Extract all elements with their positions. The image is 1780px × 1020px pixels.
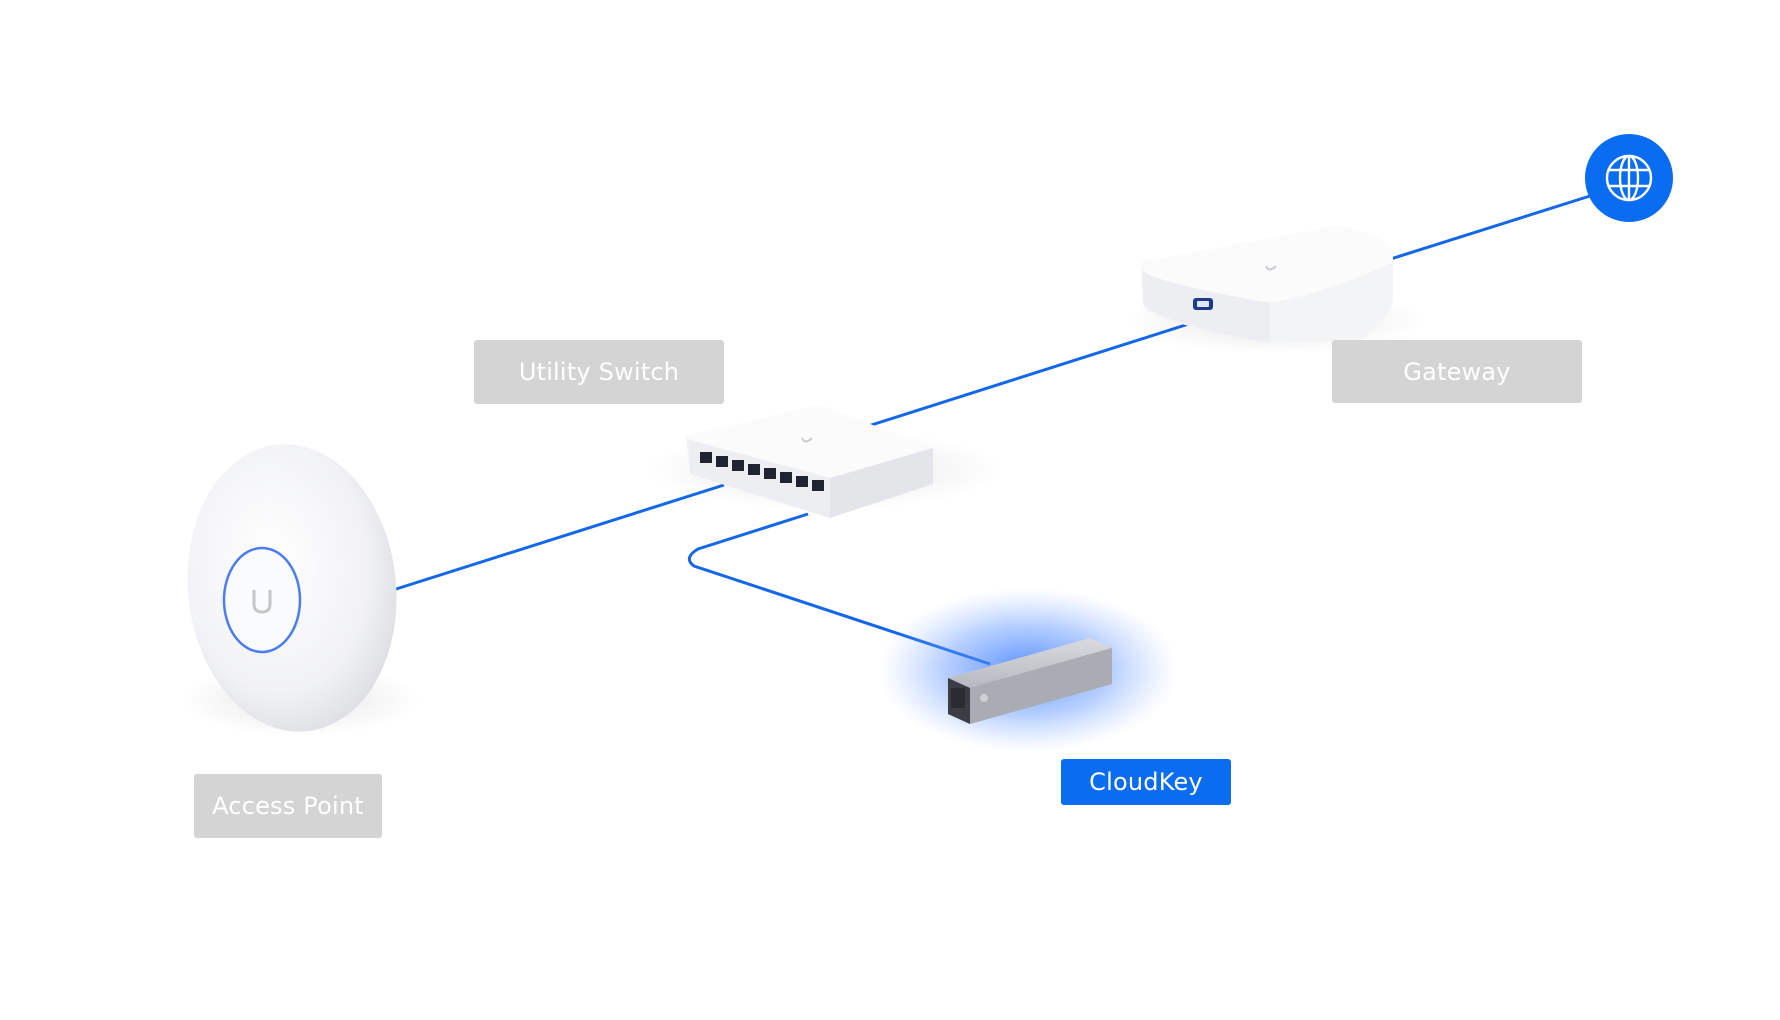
gateway-device-icon[interactable] xyxy=(1125,226,1425,354)
connection-lines xyxy=(392,194,1591,666)
link-gateway-to-internet xyxy=(1377,194,1591,265)
cloudkey-device-icon[interactable] xyxy=(878,588,1178,752)
access-point-label[interactable]: Access Point xyxy=(194,774,382,838)
utility-switch-label[interactable]: Utility Switch xyxy=(474,340,724,404)
gateway-label[interactable]: Gateway xyxy=(1332,340,1582,403)
link-switch-to-gateway xyxy=(861,319,1199,430)
switch-device-icon[interactable] xyxy=(645,405,1005,518)
cloudkey-label[interactable]: CloudKey xyxy=(1061,759,1231,805)
internet-globe[interactable] xyxy=(1585,134,1673,222)
access-point-device-icon[interactable] xyxy=(174,434,420,742)
globe-icon xyxy=(1605,154,1653,202)
link-ap-to-switch xyxy=(392,483,725,592)
link-switch-to-cloudkey xyxy=(687,512,991,666)
